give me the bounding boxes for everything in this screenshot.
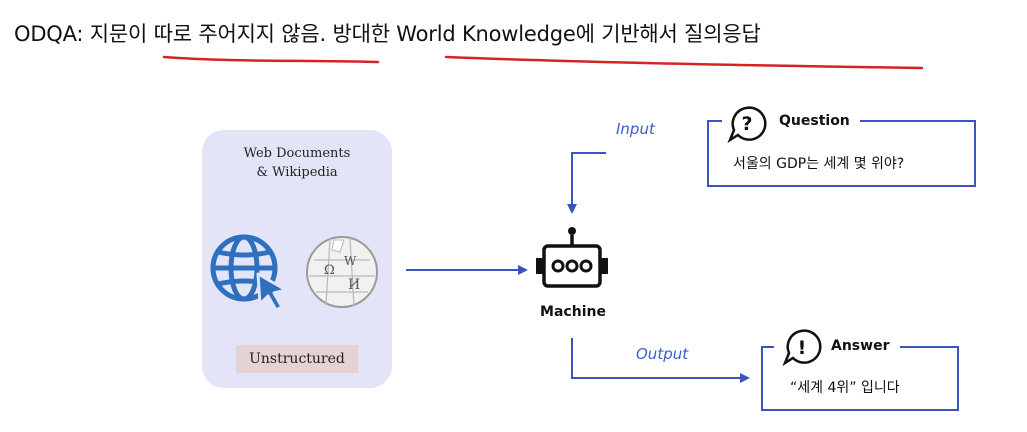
wiki-glyph-w: W [344, 254, 357, 268]
input-connector [567, 152, 606, 214]
cursor-arrow-icon [256, 272, 288, 312]
underline-mark-2 [444, 55, 924, 70]
web-globe-icon [210, 234, 288, 312]
answer-card-border [761, 346, 959, 411]
machine-label: Machine [540, 304, 606, 320]
input-label: Input [616, 120, 655, 138]
question-title: Question [779, 113, 850, 129]
source-title-line1: Web Documents [243, 146, 351, 161]
wikipedia-globe-icon: Ω W И [306, 236, 378, 308]
source-title-line2: & Wikipedia [256, 165, 338, 180]
svg-text:?: ? [741, 113, 752, 135]
question-icon: ? [727, 106, 767, 144]
source-title: Web Documents & Wikipedia [202, 144, 392, 182]
wiki-glyph-i: И [348, 277, 360, 293]
answer-title: Answer [831, 338, 890, 354]
answer-icon: ! [782, 329, 822, 367]
unstructured-tag: Unstructured [236, 345, 358, 373]
wiki-glyph-omega: Ω [324, 263, 335, 278]
answer-text: “세계 4위” 입니다 [790, 380, 900, 396]
output-connector [571, 338, 750, 383]
underline-mark-1 [162, 55, 380, 64]
svg-text:!: ! [798, 337, 807, 359]
page-heading: ODQA: 지문이 따로 주어지지 않음. 방대한 World Knowledg… [14, 22, 761, 46]
question-card-border [707, 120, 976, 187]
question-text: 서울의 GDP는 세계 몇 위야? [733, 156, 905, 172]
output-label: Output [636, 345, 689, 363]
robot-icon [536, 227, 608, 288]
